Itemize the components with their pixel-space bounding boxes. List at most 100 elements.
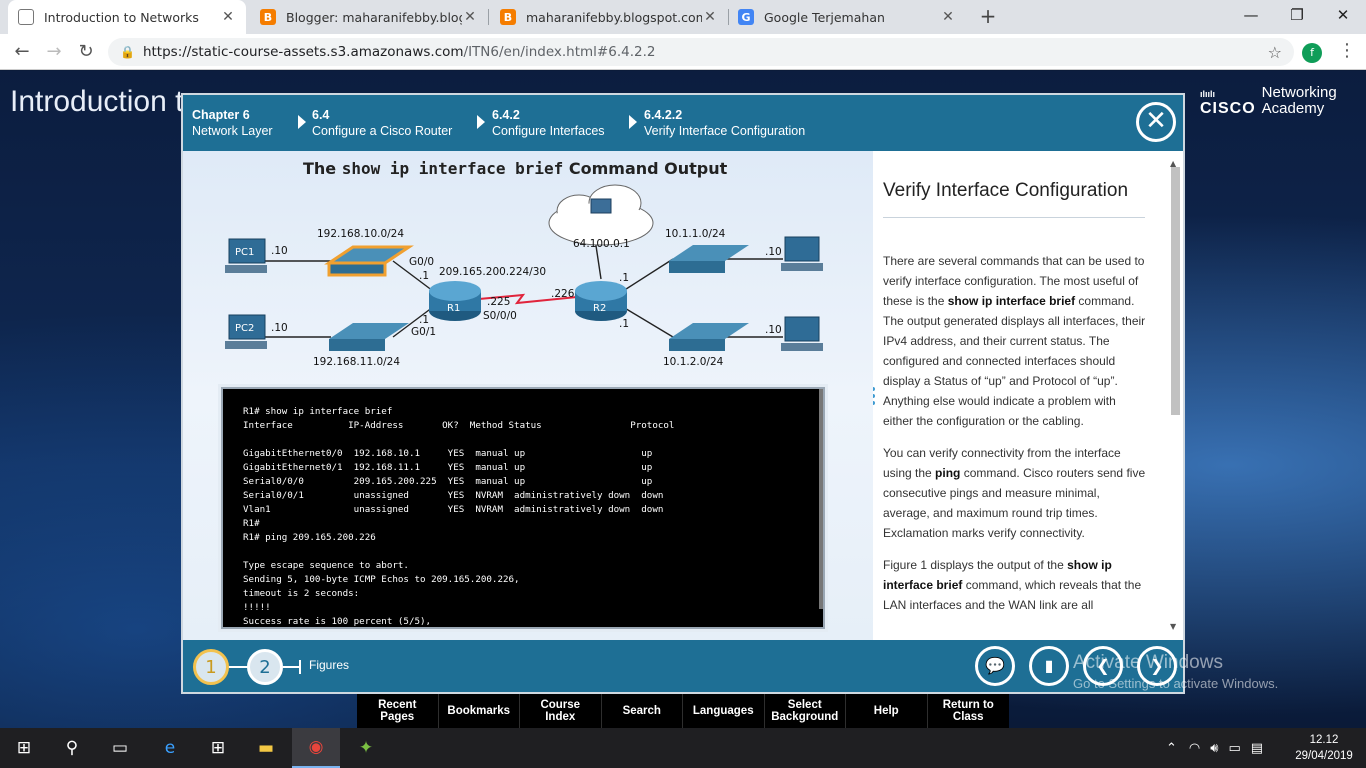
- network-label-right-bottom: 10.1.2.0/24: [663, 356, 724, 368]
- breadcrumb-label: Network Layer: [192, 124, 273, 138]
- chrome-icon: ◉: [308, 737, 324, 757]
- chrome-taskbar-button[interactable]: ◉: [292, 728, 340, 768]
- interface-g01-label: G0/1: [411, 326, 436, 338]
- router-r1-icon: [429, 281, 481, 321]
- text-scrollbar[interactable]: ▲ ▼: [1169, 159, 1181, 631]
- g00-address: .1: [419, 270, 429, 282]
- reload-button[interactable]: ↻: [78, 41, 94, 62]
- close-tab-icon[interactable]: ✕: [704, 9, 716, 25]
- tab-blogspot[interactable]: B maharanifebby.blogspot.com ✕: [490, 0, 728, 34]
- show-hidden-icons-icon[interactable]: ⌃: [1166, 740, 1177, 756]
- tab-introduction-to-networks[interactable]: Introduction to Networks ✕: [8, 0, 246, 34]
- edge-taskbar-button[interactable]: e: [146, 728, 194, 768]
- serial-link: [478, 293, 578, 305]
- battery-icon[interactable]: ▭: [1228, 740, 1241, 756]
- figure-2-button[interactable]: 2: [247, 649, 283, 685]
- menu-bookmarks[interactable]: Bookmarks: [439, 694, 520, 728]
- switch-left-bottom-icon: [329, 323, 409, 351]
- figure-1-button[interactable]: 1: [193, 649, 229, 685]
- cisco-networking-academy-logo: ılıılı CISCO Networking Academy: [1200, 85, 1337, 117]
- cisco-bars-icon: ılıılı: [1200, 88, 1216, 99]
- bookmark-icon: ▮: [1044, 656, 1054, 675]
- search-button[interactable]: ⚲: [48, 728, 96, 768]
- windows-logo-icon: ⊞: [16, 738, 32, 758]
- breadcrumb-number: 6.4: [312, 108, 330, 122]
- bookmark-button[interactable]: ▮: [1029, 646, 1069, 686]
- notifications-icon[interactable]: ▤: [1250, 740, 1264, 756]
- chevron-right-icon: ❯: [1150, 656, 1164, 675]
- command-ping: ping: [935, 466, 961, 480]
- scroll-thumb[interactable]: [1171, 167, 1180, 415]
- interface-g00-label: G0/0: [409, 256, 434, 268]
- browser-menu-icon[interactable]: ⋮: [1338, 40, 1356, 61]
- store-taskbar-button[interactable]: ⊞: [194, 728, 242, 768]
- minimize-window-button[interactable]: —: [1243, 6, 1259, 24]
- tab-divider: [728, 9, 729, 25]
- pc2-address: .10: [271, 322, 288, 334]
- figure-title-post: Command Output: [568, 159, 728, 178]
- network-label-right-top: 10.1.1.0/24: [665, 228, 726, 240]
- figure-connector: [227, 666, 249, 668]
- course-menu-bar: Recent Pages Bookmarks Course Index Sear…: [357, 694, 1009, 728]
- close-course-button[interactable]: ✕: [1136, 102, 1176, 142]
- figure-title: The show ip interface brief Command Outp…: [303, 159, 727, 178]
- panel-resize-handle[interactable]: [873, 387, 877, 408]
- system-clock[interactable]: 12.12 29/04/2019: [1284, 732, 1364, 764]
- next-page-button[interactable]: ❯: [1137, 646, 1177, 686]
- terminal-scrollbar[interactable]: [819, 389, 823, 609]
- new-tab-button[interactable]: +: [979, 4, 997, 28]
- close-window-button[interactable]: ✕: [1336, 6, 1350, 24]
- menu-course-index[interactable]: Course Index: [520, 694, 602, 728]
- close-tab-icon[interactable]: ✕: [942, 9, 954, 25]
- breadcrumb-chapter[interactable]: Chapter 6 Network Layer: [192, 107, 273, 139]
- breadcrumb-label: Configure Interfaces: [492, 124, 605, 138]
- bookmark-star-icon[interactable]: ☆: [1267, 42, 1282, 62]
- address-bar[interactable]: 🔒 https://static-course-assets.s3.amazon…: [108, 38, 1294, 66]
- back-button[interactable]: ←: [14, 41, 30, 62]
- packet-tracer-taskbar-button[interactable]: ✦: [342, 728, 390, 768]
- figure-panel: The show ip interface brief Command Outp…: [183, 151, 873, 640]
- tab-title: Google Terjemahan: [764, 9, 885, 25]
- task-view-button[interactable]: ▭: [96, 728, 144, 768]
- url-host: https://static-course-assets.s3.amazonaw…: [142, 44, 464, 60]
- profile-avatar[interactable]: f: [1302, 43, 1322, 63]
- packet-tracer-icon: ✦: [358, 738, 374, 758]
- volume-icon[interactable]: 🔊︎: [1210, 740, 1219, 756]
- google-translate-icon: G: [738, 9, 754, 25]
- topic-title: Verify Interface Configuration: [883, 181, 1145, 218]
- restore-window-button[interactable]: ❐: [1290, 6, 1304, 24]
- start-button[interactable]: ⊞: [0, 728, 48, 768]
- file-explorer-taskbar-button[interactable]: ▬: [242, 728, 290, 768]
- forward-button[interactable]: →: [46, 41, 62, 62]
- scroll-down-icon[interactable]: ▼: [1170, 622, 1177, 631]
- wifi-icon[interactable]: ◠: [1188, 740, 1201, 756]
- breadcrumb-subsection[interactable]: 6.4.2 Configure Interfaces: [492, 107, 605, 139]
- pc-right-bottom-icon: [781, 316, 823, 351]
- previous-page-button[interactable]: ❮: [1083, 646, 1123, 686]
- right-top-pc-address: .10: [765, 246, 782, 258]
- breadcrumb-label: Verify Interface Configuration: [644, 124, 806, 138]
- breadcrumb-section[interactable]: 6.4 Configure a Cisco Router: [312, 107, 452, 139]
- scroll-up-icon[interactable]: ▲: [1170, 159, 1177, 168]
- close-tab-icon[interactable]: ✕: [222, 9, 234, 25]
- menu-search[interactable]: Search: [602, 694, 683, 728]
- cli-output-terminal[interactable]: R1# show ip interface brief Interface IP…: [221, 387, 825, 629]
- activate-windows-title: Activate Windows: [1073, 652, 1223, 673]
- menu-help[interactable]: Help: [846, 694, 928, 728]
- page-heading: Introduction to Networks: [10, 85, 190, 118]
- task-view-icon: ▭: [111, 738, 129, 758]
- pc1-icon: [225, 238, 267, 273]
- tab-blogger-dashboard[interactable]: B Blogger: maharanifebby.blogspot ✕: [250, 0, 488, 34]
- paragraph-2: You can verify connectivity from the int…: [883, 446, 1146, 540]
- network-label-left-top: 192.168.10.0/24: [317, 228, 404, 240]
- menu-languages[interactable]: Languages: [683, 694, 765, 728]
- figure-connector: [283, 666, 301, 668]
- menu-select-background[interactable]: Select Background: [765, 694, 846, 728]
- tab-google-translate[interactable]: G Google Terjemahan ✕: [728, 0, 966, 34]
- close-tab-icon[interactable]: ✕: [464, 9, 476, 25]
- breadcrumb-topic[interactable]: 6.4.2.2 Verify Interface Configuration: [644, 107, 805, 139]
- breadcrumb-arrow-icon: [477, 115, 485, 129]
- menu-return-to-class[interactable]: Return to Class: [942, 699, 994, 723]
- comment-button[interactable]: 💬: [975, 646, 1015, 686]
- menu-recent-pages[interactable]: Recent Pages: [357, 694, 439, 728]
